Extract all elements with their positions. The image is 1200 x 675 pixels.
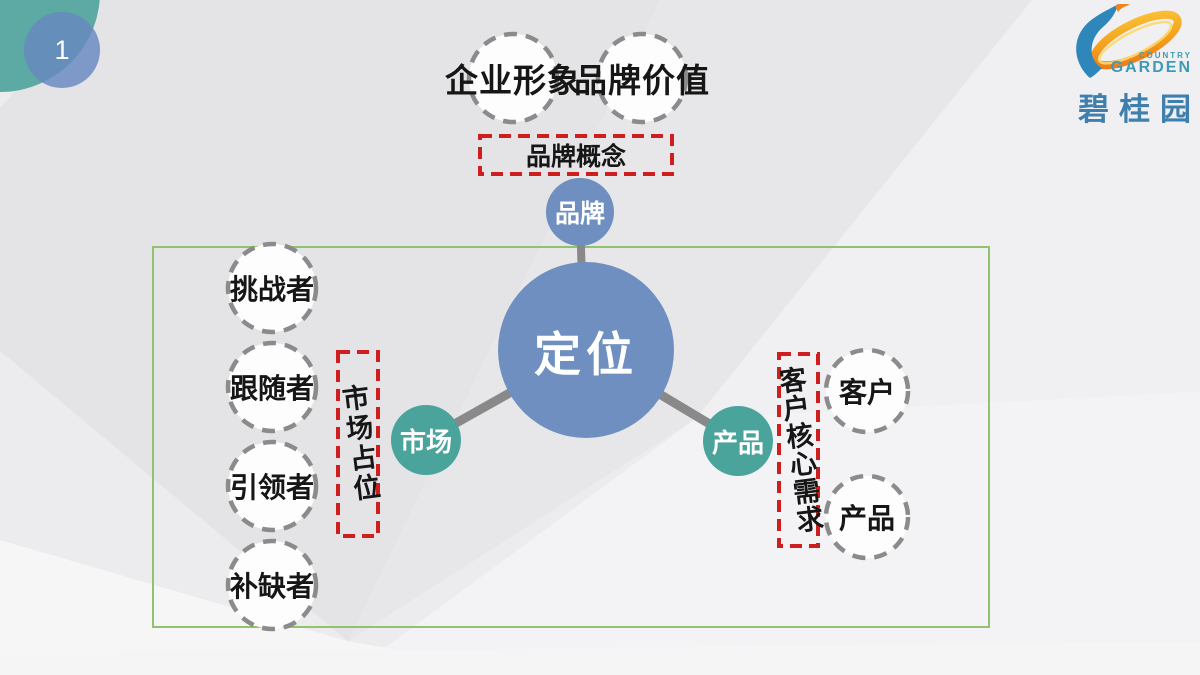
node-label: 产品 <box>711 427 764 458</box>
node-label: 品牌 <box>554 200 605 228</box>
dashed-circle <box>225 439 319 533</box>
logo-country-text: COUNTRY <box>1138 51 1192 60</box>
node-positioning[interactable]: 定位 <box>498 262 674 438</box>
node-label: 挑战者 <box>229 274 314 305</box>
customer-needs-box[interactable]: 客户核心需求 <box>774 352 824 548</box>
box-label: 品牌概念 <box>525 143 626 171</box>
node-product-factor[interactable]: 产品 <box>823 473 911 561</box>
node-label: 引领者 <box>229 472 314 503</box>
dashed-circle <box>595 31 689 125</box>
node-customer[interactable]: 客户 <box>823 347 911 435</box>
node-challenger[interactable]: 挑战者 <box>225 241 319 335</box>
node-brand[interactable]: 品牌 <box>546 178 614 246</box>
node-leader[interactable]: 引领者 <box>225 439 319 533</box>
node-corporate-image[interactable]: 企业形象 <box>445 31 580 125</box>
node-label: 企业形象 <box>445 62 581 99</box>
brand-concept-box[interactable]: 品牌概念 <box>478 134 674 176</box>
node-label: 定位 <box>534 327 638 381</box>
company-logo: COUNTRY GARDEN 碧桂园 <box>1068 4 1200 127</box>
dashed-circle <box>823 473 911 561</box>
dashed-circle <box>225 538 319 632</box>
logo-garden-text: GARDEN <box>1110 59 1192 76</box>
logo-swoosh-icon <box>1076 4 1182 78</box>
node-product[interactable]: 产品 <box>703 406 773 476</box>
dashed-circle <box>823 347 911 435</box>
logo-chinese-name: 碧桂园 <box>1078 92 1200 127</box>
red-dashed-rect <box>336 350 380 538</box>
page-number: 1 <box>54 34 70 65</box>
page-number-badge: 1 <box>24 12 100 88</box>
dashed-circle <box>466 31 560 125</box>
node-label: 跟随者 <box>229 373 314 404</box>
dashed-circle <box>225 241 319 335</box>
dashed-circle <box>225 340 319 434</box>
red-dashed-rect <box>478 134 674 176</box>
red-dashed-rect <box>777 352 820 548</box>
node-nicher[interactable]: 补缺者 <box>225 538 319 632</box>
node-label: 客户 <box>838 377 895 408</box>
node-follower[interactable]: 跟随者 <box>225 340 319 434</box>
node-market[interactable]: 市场 <box>391 405 461 475</box>
node-label: 补缺者 <box>229 571 314 602</box>
node-label: 市场 <box>399 426 452 457</box>
node-label: 品牌价值 <box>574 62 710 99</box>
node-label: 产品 <box>838 503 895 534</box>
node-brand-value[interactable]: 品牌价值 <box>574 31 709 125</box>
market-position-box[interactable]: 市场占位 <box>336 350 381 538</box>
diagram-frame <box>152 246 990 628</box>
